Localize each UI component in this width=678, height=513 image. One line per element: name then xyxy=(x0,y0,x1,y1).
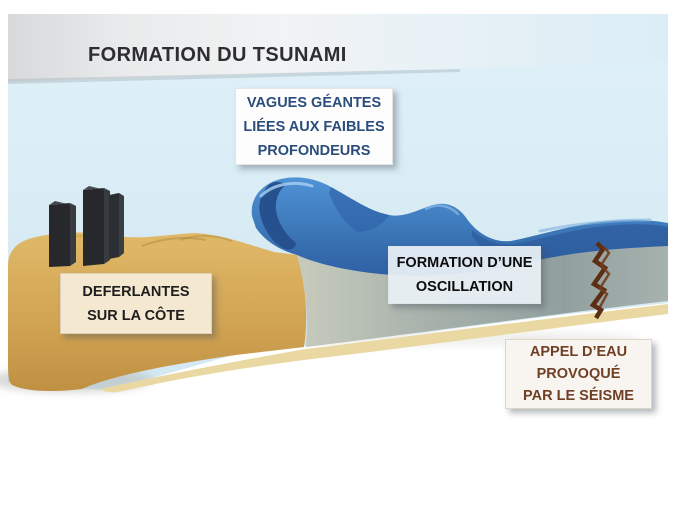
sand-ridge-line xyxy=(179,235,233,242)
tower-front xyxy=(83,188,104,266)
header-band-edge xyxy=(8,69,460,84)
tower-top xyxy=(49,201,76,206)
callout-line: FORMATION D’UNE xyxy=(396,255,533,271)
callout-line: PROFONDEURS xyxy=(257,142,371,159)
wave-peak-highlight xyxy=(424,204,460,216)
callout-line: LIÉES AUX FAIBLES xyxy=(243,118,385,135)
surface-highlight xyxy=(538,218,652,233)
callout-line: PROVOQUÉ xyxy=(536,366,621,382)
callout-line: SUR LA CÔTE xyxy=(87,307,185,324)
tower-side xyxy=(119,193,124,257)
callout-line: APPEL D’EAU xyxy=(529,344,628,360)
callout-line: DEFERLANTES xyxy=(82,283,190,300)
tower-side xyxy=(104,188,110,264)
header-band xyxy=(8,14,668,82)
callout-line: OSCILLATION xyxy=(415,279,514,295)
callout-line: PAR LE SÉISME xyxy=(523,388,634,404)
tower-top xyxy=(83,186,110,191)
tower-front xyxy=(109,193,119,259)
callout-line: VAGUES GÉANTES xyxy=(246,94,382,111)
wave-shadow xyxy=(329,187,389,232)
page-title: FORMATION DU TSUNAMI xyxy=(88,44,347,66)
breaking-wave-curl-icon xyxy=(259,181,296,250)
tower-side xyxy=(70,203,76,266)
wave-crest-highlight xyxy=(259,181,314,198)
callout-deferlantes: DEFERLANTES SUR LA CÔTE xyxy=(60,273,212,334)
callout-vagues-geantes: VAGUES GÉANTES LIÉES AUX FAIBLES PROFOND… xyxy=(235,88,393,165)
city-towers-icon xyxy=(49,186,124,267)
seismic-fault-crack-icon xyxy=(598,246,611,308)
seafloor-sand-icon xyxy=(100,304,668,393)
seismic-fault-crack-icon xyxy=(589,241,609,320)
callout-oscillation: FORMATION D’UNE OSCILLATION xyxy=(388,246,541,304)
callout-appel-eau: APPEL D’EAU PROVOQUÉ PAR LE SÉISME xyxy=(505,339,652,409)
sand-ridge-line xyxy=(141,237,207,247)
tower-front xyxy=(49,203,70,267)
